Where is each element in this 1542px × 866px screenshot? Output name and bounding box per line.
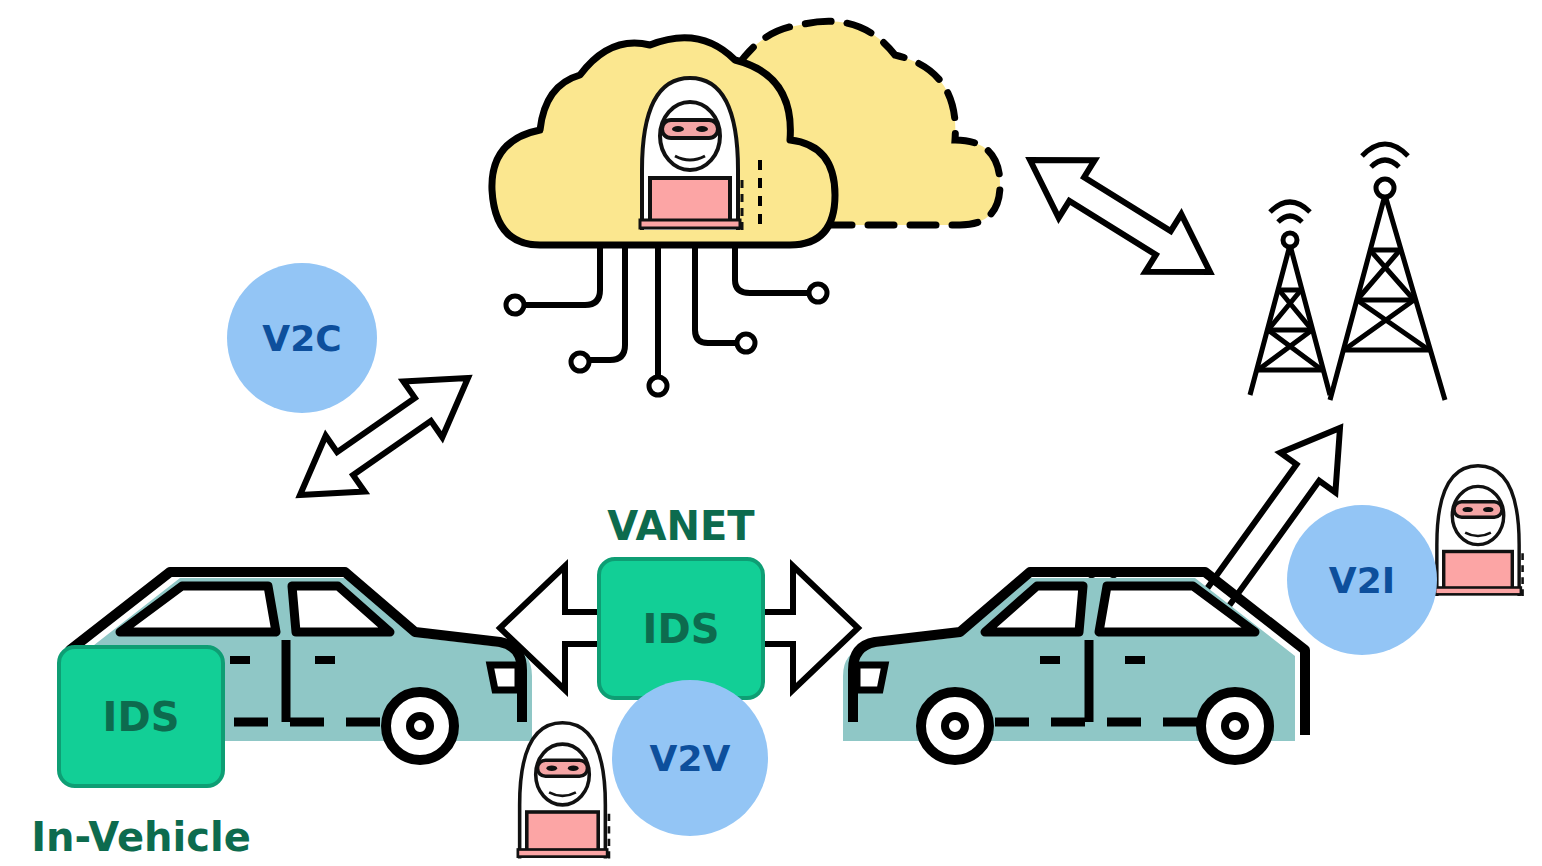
ids-box: IDSIn-Vehicle [57, 645, 225, 788]
ids-label: IDS [643, 606, 720, 652]
channel-circle: V2V [612, 680, 768, 836]
channel-label: V2C [262, 318, 341, 359]
double-arrow [1030, 160, 1210, 272]
ids-box: IDSVANET [597, 557, 765, 700]
channel-circle: V2I [1287, 505, 1437, 655]
ids-label: IDS [103, 694, 180, 740]
channel-label: V2I [1329, 560, 1395, 601]
channel-label: V2V [650, 738, 731, 779]
ids-heading: In-Vehicle [31, 814, 251, 860]
channel-circle: V2C [227, 263, 377, 413]
ids-heading: VANET [607, 503, 754, 549]
